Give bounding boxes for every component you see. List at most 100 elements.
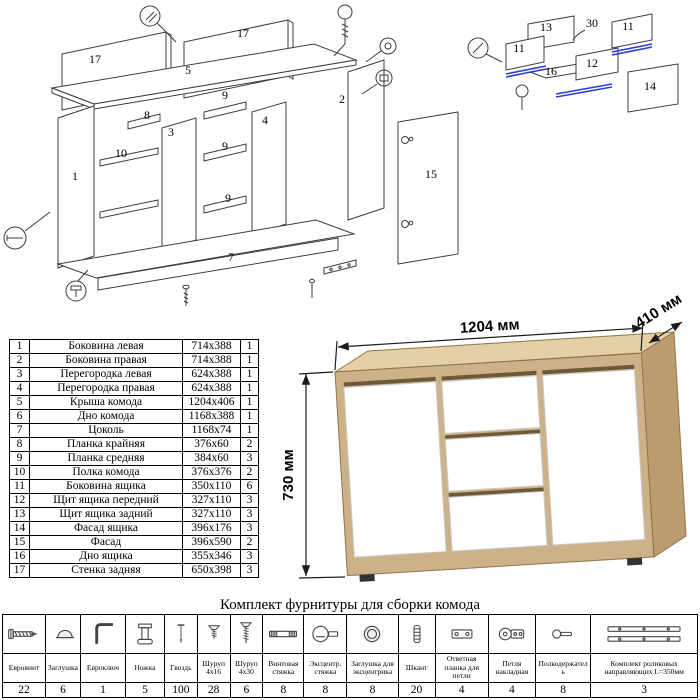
part-number: 14 bbox=[9, 521, 30, 536]
cap-icon bbox=[56, 629, 75, 639]
dowel-icon bbox=[413, 624, 421, 644]
part-size: 327x110 bbox=[182, 493, 241, 508]
hardware-name: Полкодержатель bbox=[534, 653, 592, 683]
part-size: 350x110 bbox=[182, 479, 241, 494]
drawer-groove bbox=[448, 487, 544, 498]
part-label: 13 bbox=[540, 20, 552, 34]
hardware-name: Шкант bbox=[397, 653, 436, 683]
part-label: 2 bbox=[339, 92, 345, 106]
leg-icon bbox=[137, 623, 153, 645]
part-qty: 1 bbox=[240, 353, 259, 368]
part-label: 1 bbox=[72, 169, 78, 183]
screw-glyphs bbox=[182, 278, 316, 306]
part-label: 11 bbox=[513, 41, 525, 55]
height-label: 730 мм bbox=[280, 449, 297, 500]
hardware-qty: 28 bbox=[196, 682, 231, 698]
part-size: 396x176 bbox=[182, 521, 241, 536]
hardware-qty: 4 bbox=[434, 682, 489, 698]
hardware-kit-table: Евровинт Заглушка Евроключ Ножка Гвоздь … bbox=[1, 614, 698, 698]
hardware-name: Винтовая стяжка bbox=[262, 653, 305, 683]
part-label: 10 bbox=[115, 146, 127, 160]
part-size: 624x388 bbox=[182, 381, 241, 396]
confirmat-screw-icon bbox=[8, 628, 38, 640]
leg bbox=[626, 557, 643, 566]
hardware-name: Комплект роликовых направляющих L=350мм bbox=[590, 653, 698, 683]
dresser-render: 730 мм 1204 мм 410 мм bbox=[280, 290, 687, 582]
part-qty: 1 bbox=[240, 339, 259, 354]
part-number: 3 bbox=[9, 367, 30, 382]
part-label: 17 bbox=[89, 52, 101, 66]
part-label: 15 bbox=[425, 167, 437, 181]
cam-cap-icon bbox=[364, 625, 381, 643]
hardware-qty: 4 bbox=[487, 682, 536, 698]
part-name: Дно ящика bbox=[29, 549, 183, 564]
hardware-qty: 8 bbox=[534, 682, 592, 698]
part-number: 8 bbox=[9, 437, 30, 452]
part-label: 9 bbox=[222, 139, 228, 153]
hardware-icons-row bbox=[1, 614, 698, 654]
hardware-callout-confirmat bbox=[3, 211, 51, 250]
drawer-front-2 bbox=[444, 433, 544, 492]
part-size: 376x60 bbox=[182, 437, 241, 452]
part-name: Щит ящика передний bbox=[29, 493, 183, 508]
dimension-width: 1204 мм bbox=[334, 316, 644, 371]
part-label: 7 bbox=[228, 250, 234, 264]
part-size: 327x110 bbox=[182, 507, 241, 522]
hardware-names-row: Евровинт Заглушка Евроключ Ножка Гвоздь … bbox=[1, 653, 698, 683]
part-qty: 3 bbox=[240, 493, 259, 508]
part-number: 13 bbox=[9, 507, 30, 522]
part-label: 17 bbox=[237, 26, 249, 40]
part-number: 17 bbox=[9, 563, 30, 578]
part-qty: 1 bbox=[240, 367, 259, 382]
part-name: Боковина левая bbox=[29, 339, 183, 354]
hardware-qty: 20 bbox=[397, 682, 436, 698]
part-size: 624x388 bbox=[182, 367, 241, 382]
drawer-groove bbox=[441, 370, 537, 381]
part-size: 355x346 bbox=[182, 549, 241, 564]
hinge-plate-icon bbox=[451, 629, 473, 639]
part-size: 396x590 bbox=[182, 535, 241, 550]
part-number: 2 bbox=[9, 353, 30, 368]
part-number: 10 bbox=[9, 465, 30, 480]
part-number: 9 bbox=[9, 451, 30, 466]
part-number: 7 bbox=[9, 423, 30, 438]
part-number: 5 bbox=[9, 395, 30, 410]
part-size: 376x376 bbox=[182, 465, 241, 480]
part-qty: 2 bbox=[240, 465, 259, 480]
hardware-qty-row: 22 6 1 5 100 28 6 8 8 8 20 4 4 8 3 bbox=[1, 682, 698, 698]
hardware-qty: 3 bbox=[590, 682, 698, 698]
left-door-front bbox=[343, 381, 447, 558]
hardware-qty: 1 bbox=[79, 682, 126, 698]
part-number: 6 bbox=[9, 409, 30, 424]
drawer-front-1 bbox=[441, 375, 541, 434]
hardware-qty: 6 bbox=[229, 682, 264, 698]
part-name: Перегородка левая bbox=[29, 367, 183, 382]
hardware-qty: 100 bbox=[163, 682, 198, 698]
part-size: 714x388 bbox=[182, 339, 241, 354]
part-name: Перегородка правая bbox=[29, 381, 183, 396]
hardware-qty: 8 bbox=[262, 682, 305, 698]
part-label: 11 bbox=[622, 19, 634, 33]
hardware-qty: 8 bbox=[303, 682, 348, 698]
part-size: 650x398 bbox=[182, 563, 241, 578]
cam-lock-icon bbox=[312, 625, 339, 643]
part-number: 11 bbox=[9, 479, 30, 494]
part-name: Полка комода bbox=[29, 465, 183, 480]
part-size: 384x60 bbox=[182, 451, 241, 466]
hardware-callout-nail bbox=[467, 37, 503, 63]
door-groove bbox=[542, 364, 635, 375]
part-qty: 3 bbox=[240, 507, 259, 522]
leg bbox=[359, 573, 375, 582]
